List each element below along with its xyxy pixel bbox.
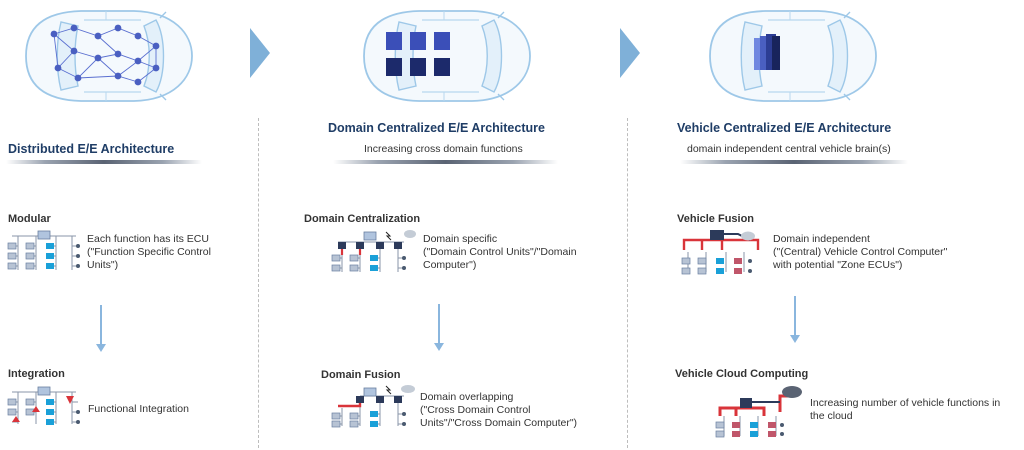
down-arrow-icon [438, 304, 440, 344]
description-line: Domain independent [773, 233, 870, 245]
stage-description: Domain overlapping ("Cross Domain Contro… [420, 391, 605, 430]
stage-description: Each function has its ECU ("Function Spe… [87, 233, 247, 272]
stage-title: Modular [8, 213, 51, 225]
domain-fusion-tree-icon [331, 385, 415, 428]
ecu-tree-icon [7, 230, 80, 270]
car-distributed-icon [6, 6, 196, 106]
central-computer-icon [754, 34, 780, 70]
down-arrow-head [790, 335, 800, 343]
down-arrow-head [96, 344, 106, 352]
stage-description: Functional Integration [88, 403, 248, 416]
cloud-computing-tree-icon [715, 386, 802, 438]
column-title: Vehicle Centralized E/E Architecture [677, 121, 892, 135]
description-line: ("(Central) Vehicle Control Computer" [773, 246, 948, 258]
description-line: ("Cross Domain Control [420, 404, 531, 416]
stage-description: Domain independent ("(Central) Vehicle C… [773, 233, 973, 272]
stage-title: Domain Centralization [304, 213, 421, 225]
cloud-icon [782, 386, 802, 398]
chevron-right-icon [250, 28, 270, 78]
domain-controller-icon [386, 32, 450, 76]
stage-description: Increasing number of vehicle functions i… [810, 397, 1022, 423]
cloud-icon [741, 231, 755, 241]
stage-title: Domain Fusion [321, 369, 401, 381]
car-domain-icon [344, 6, 534, 106]
car-central-icon [690, 6, 880, 106]
description-line: Each function has its ECU [87, 233, 209, 245]
title-underline [333, 160, 558, 164]
ecu-tree-icon [7, 386, 80, 425]
column-subtitle: Increasing cross domain functions [364, 143, 523, 155]
description-line: Increasing number of vehicle functions i… [810, 397, 1001, 409]
column-divider [258, 118, 259, 448]
description-line: ("Function Specific Control [87, 246, 211, 258]
chevron-right-icon [620, 28, 640, 78]
description-line: ("Domain Control Units"/"Domain [423, 246, 577, 258]
column-title: Domain Centralized E/E Architecture [328, 121, 545, 135]
cloud-icon [401, 385, 415, 393]
description-line: Domain overlapping [420, 391, 514, 403]
stage-title: Vehicle Fusion [677, 213, 755, 225]
down-arrow-icon [794, 296, 796, 336]
description-line: Domain specific [423, 233, 498, 245]
description-line: Functional Integration [88, 403, 189, 415]
title-underline [6, 160, 202, 164]
column-title: Distributed E/E Architecture [8, 142, 175, 156]
down-arrow-head [434, 343, 444, 351]
description-line: the cloud [810, 410, 853, 422]
column-divider [627, 118, 628, 448]
stage-description: Domain specific ("Domain Control Units"/… [423, 233, 603, 272]
domain-controller-tree-icon [331, 230, 416, 272]
down-arrow-icon [100, 305, 102, 345]
stage-title: Vehicle Cloud Computing [675, 368, 809, 380]
vehicle-fusion-tree-icon [681, 230, 760, 275]
description-line: Units") [87, 259, 119, 271]
description-line: Computer") [423, 259, 477, 271]
description-line: Units"/"Cross Domain Computer") [420, 417, 578, 429]
cloud-icon [404, 230, 416, 238]
stage-title: Integration [8, 368, 65, 380]
title-underline [680, 160, 908, 164]
column-subtitle: domain independent central vehicle brain… [687, 143, 891, 155]
description-line: with potential "Zone ECUs") [773, 259, 903, 271]
